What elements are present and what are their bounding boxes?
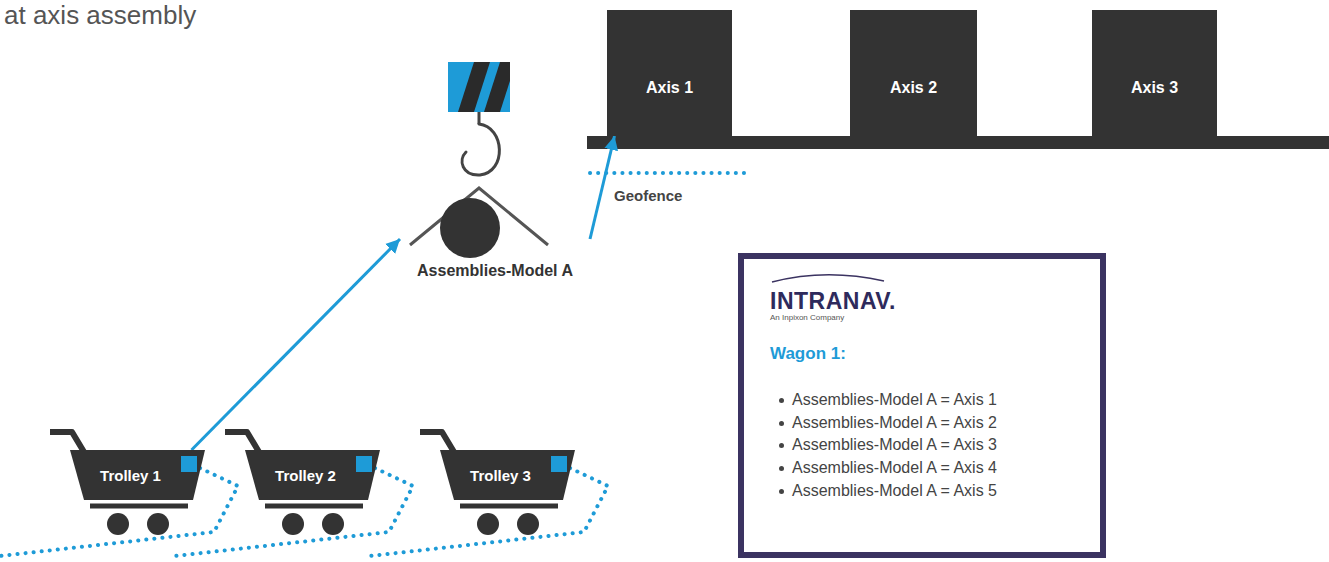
trolley-label: Trolley 2 bbox=[275, 467, 336, 484]
trolley-basket bbox=[440, 450, 575, 500]
hook bbox=[462, 124, 499, 175]
tracking-tag bbox=[356, 456, 372, 472]
trolley-basket bbox=[245, 450, 380, 500]
trolley-label: Trolley 1 bbox=[100, 467, 161, 484]
info-panel: INTRANAV.An Inpixon CompanyWagon 1: Assem… bbox=[738, 253, 1106, 558]
list-item: Assemblies-Model A = Axis 1 bbox=[770, 389, 1080, 412]
axis-station: Axis 3 bbox=[1092, 10, 1217, 136]
block-stripe bbox=[484, 62, 510, 112]
subtitle-text: at axis assembly bbox=[4, 0, 196, 30]
tracking-tag bbox=[181, 456, 197, 472]
logo-swoosh bbox=[772, 275, 884, 282]
block-stripe bbox=[458, 62, 490, 112]
axis-label: Axis 3 bbox=[1131, 79, 1178, 97]
flow-arrow bbox=[192, 239, 401, 450]
trolley-box: Trolley 3 bbox=[440, 450, 575, 500]
axis-track bbox=[587, 136, 1329, 149]
flow-arrow bbox=[590, 136, 615, 239]
trolley-box: Trolley 1 bbox=[70, 450, 205, 500]
axis-station: Axis 2 bbox=[850, 10, 977, 136]
panel-heading: Wagon 1: bbox=[770, 343, 1080, 365]
list-item: Assemblies-Model A = Axis 5 bbox=[770, 480, 1080, 503]
crane-hook bbox=[410, 62, 548, 258]
axis-label: Axis 1 bbox=[646, 79, 693, 97]
hook-stem bbox=[478, 112, 481, 124]
logo-tagline: An Inpixon Company bbox=[770, 313, 1080, 323]
tracking-tag bbox=[551, 456, 567, 472]
list-item: Assemblies-Model A = Axis 4 bbox=[770, 457, 1080, 480]
assembly-label: Assemblies-Model A bbox=[417, 261, 573, 281]
geofence-line bbox=[590, 171, 745, 175]
axis-station: Axis 1 bbox=[607, 10, 732, 136]
assembly-hook-node: Assemblies-Model A bbox=[400, 55, 590, 285]
trolley-frame bbox=[0, 432, 238, 556]
trolley-label: Trolley 3 bbox=[470, 467, 531, 484]
list-item: Assemblies-Model A = Axis 3 bbox=[770, 434, 1080, 457]
axis-label: Axis 2 bbox=[890, 79, 937, 97]
trolley-frame bbox=[370, 432, 608, 556]
trolley-basket bbox=[70, 450, 205, 500]
trolley-box: Trolley 2 bbox=[245, 450, 380, 500]
geofence-label: Geofence bbox=[614, 186, 682, 206]
assembly-part bbox=[440, 198, 500, 258]
logo-text: INTRANAV. bbox=[770, 289, 1080, 313]
trolley-frame bbox=[175, 432, 413, 556]
list-item: Assemblies-Model A = Axis 2 bbox=[770, 412, 1080, 435]
